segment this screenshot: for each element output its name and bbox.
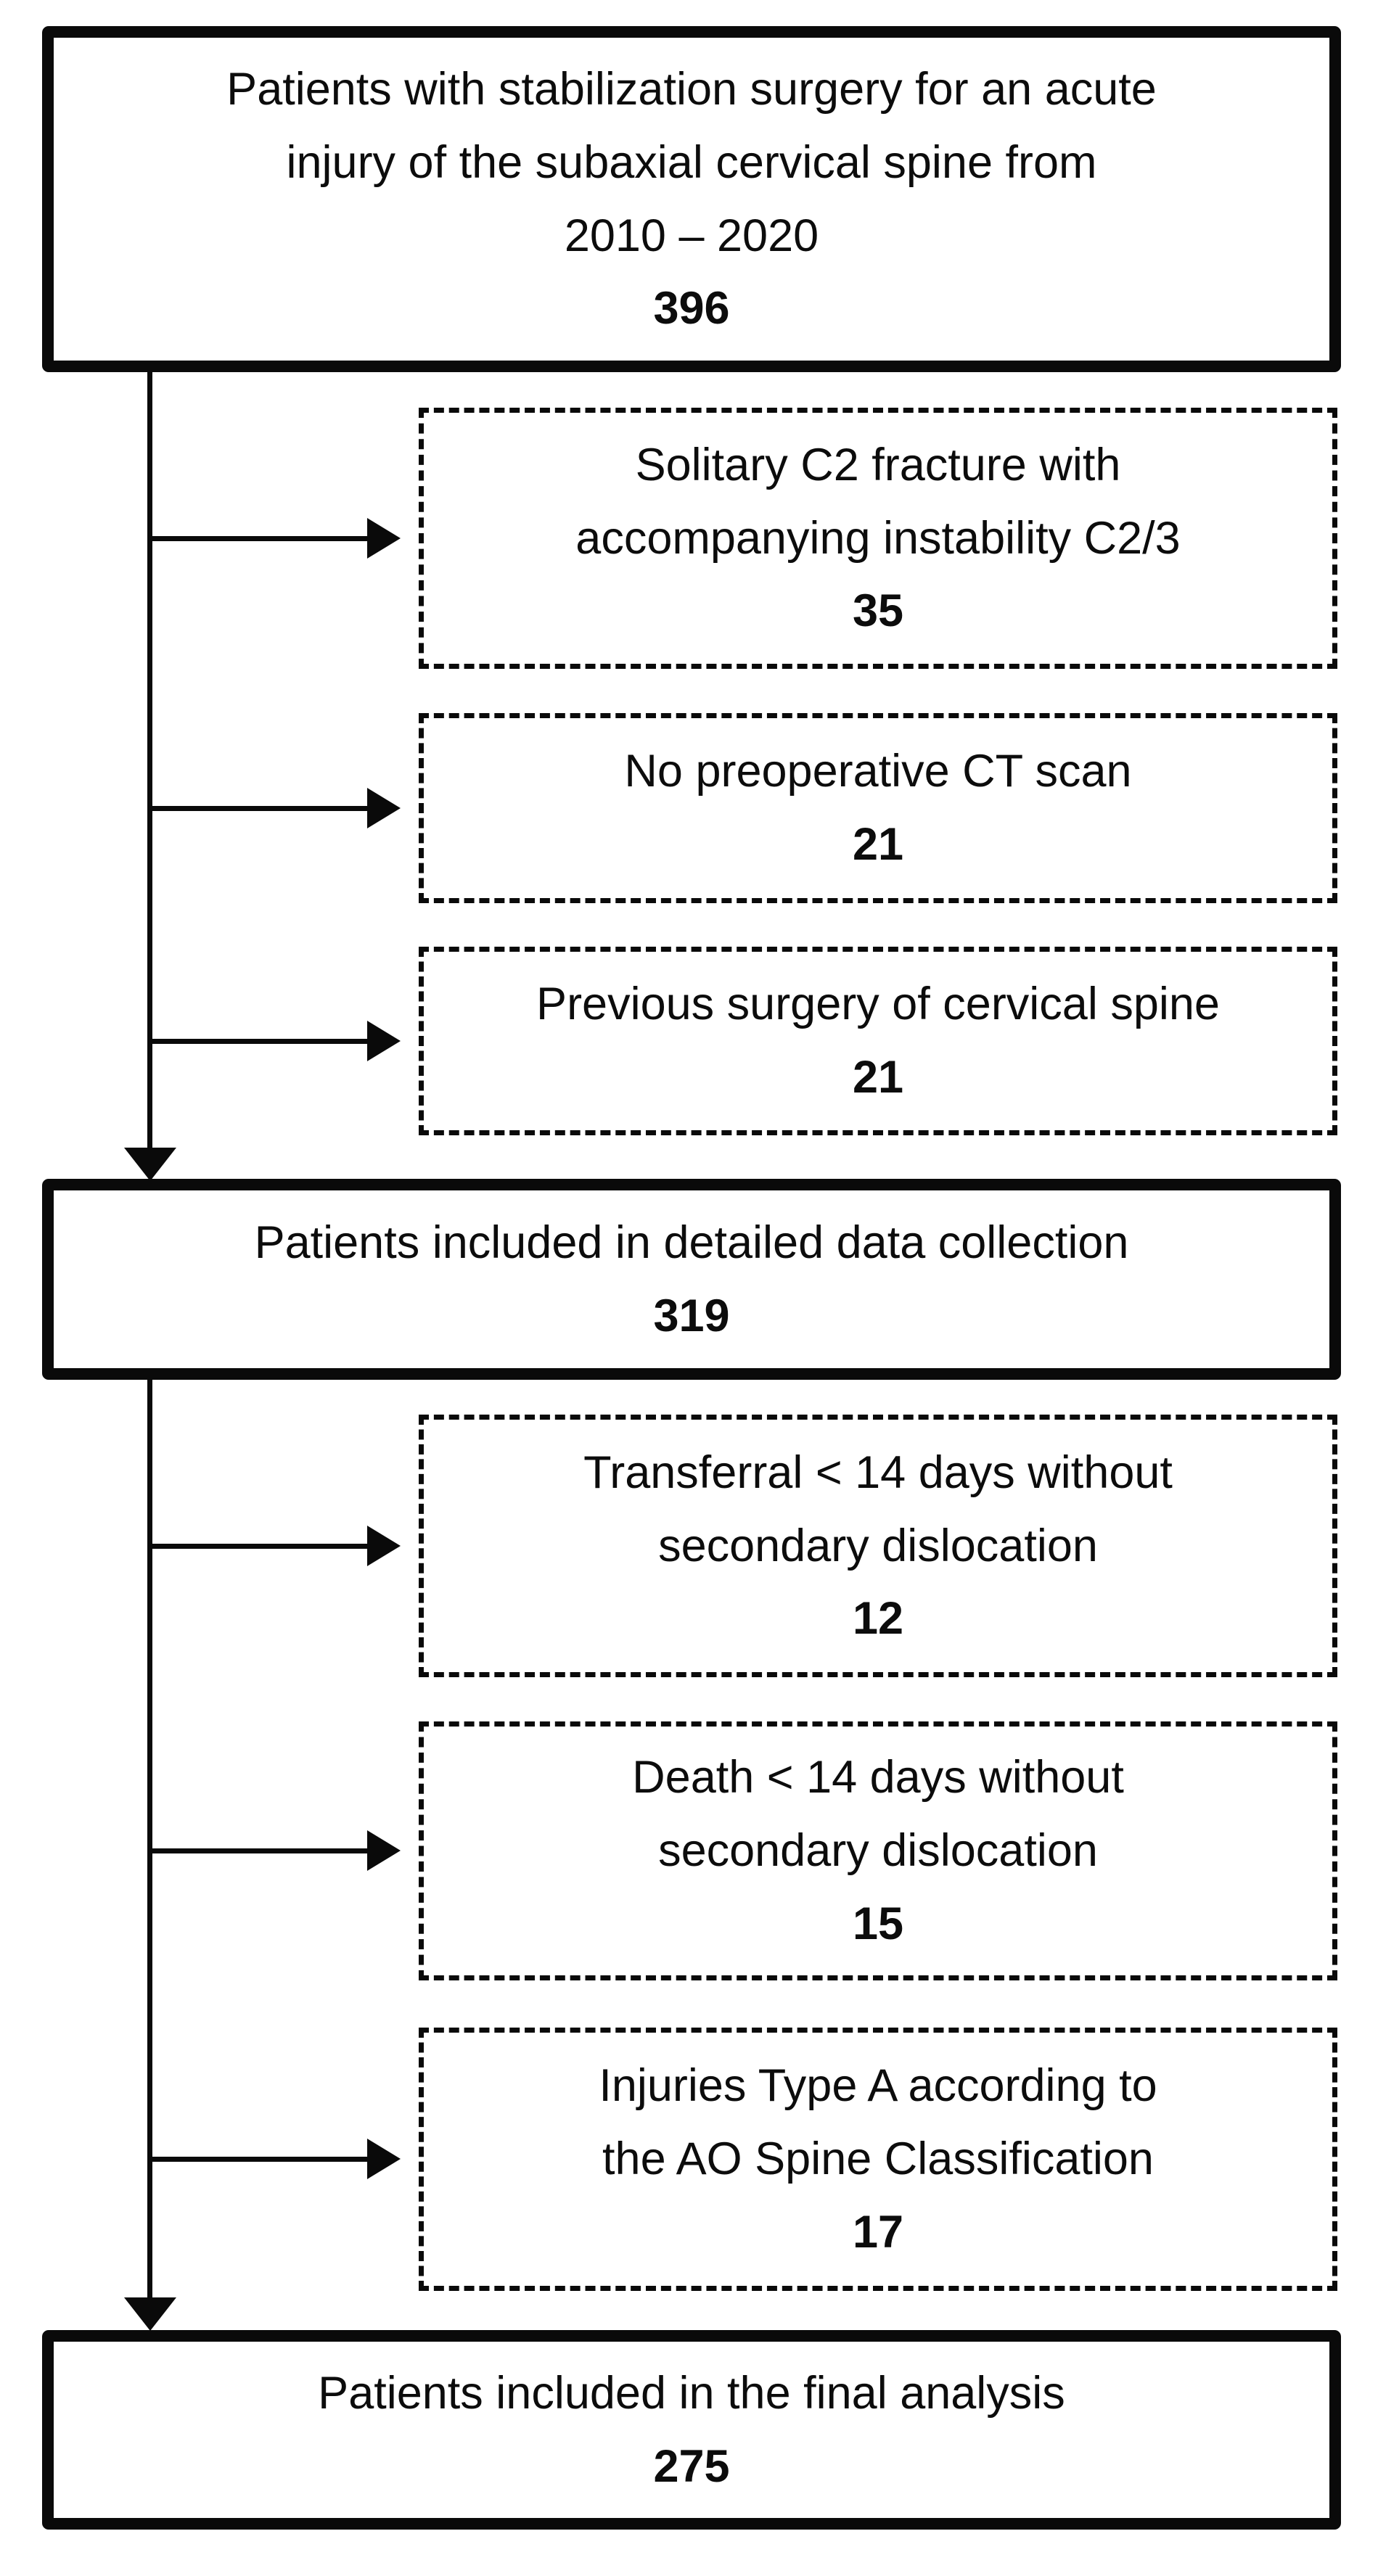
node-exclusion-transferral: Transferral < 14 days without secondary … <box>419 1415 1337 1677</box>
arrow-branch-6-line <box>149 2157 367 2162</box>
arrowhead-right-6-icon <box>367 2139 401 2179</box>
node-count: 17 <box>852 2206 904 2258</box>
arrowhead-right-4-icon <box>367 1526 401 1566</box>
node-label: Patients included in the final analysis <box>318 2367 1065 2419</box>
node-label: No preoperative CT scan <box>624 746 1132 797</box>
arrowhead-down-2-icon <box>124 2297 176 2331</box>
node-label: Injuries Type A according to the AO Spin… <box>599 2060 1157 2185</box>
arrowhead-right-1-icon <box>367 518 401 559</box>
node-count: 396 <box>653 283 730 334</box>
node-count: 12 <box>852 1593 904 1645</box>
node-final-analysis: Patients included in the final analysis … <box>42 2330 1341 2530</box>
node-count: 35 <box>852 585 904 637</box>
node-label: Transferral < 14 days without secondary … <box>583 1447 1173 1571</box>
node-exclusion-previous-surgery: Previous surgery of cervical spine 21 <box>419 947 1337 1135</box>
node-exclusion-no-ct-scan: No preoperative CT scan 21 <box>419 713 1337 903</box>
node-stabilization-surgery-total: Patients with stabilization surgery for … <box>42 26 1341 372</box>
arrowhead-right-5-icon <box>367 1830 401 1871</box>
arrow-branch-5-line <box>149 1848 367 1853</box>
node-count: 319 <box>653 1290 730 1341</box>
arrowhead-down-1-icon <box>124 1148 176 1181</box>
node-exclusion-c2-fracture: Solitary C2 fracture with accompanying i… <box>419 408 1337 669</box>
node-count: 15 <box>852 1898 904 1949</box>
node-label: Patients included in detailed data colle… <box>254 1217 1129 1268</box>
arrowhead-right-2-icon <box>367 788 401 828</box>
arrow-branch-3-line <box>149 1039 367 1044</box>
arrow-branch-1-line <box>149 536 367 541</box>
node-count: 21 <box>852 819 904 870</box>
arrow-branch-4-line <box>149 1544 367 1549</box>
arrow-trunk-1-line <box>147 370 152 1148</box>
node-label: Solitary C2 fracture with accompanying i… <box>575 439 1181 564</box>
node-label: Death < 14 days without secondary disloc… <box>632 1752 1124 1877</box>
node-label: Patients with stabilization surgery for … <box>226 63 1157 261</box>
node-exclusion-death: Death < 14 days without secondary disloc… <box>419 1721 1337 1980</box>
node-count: 21 <box>852 1052 904 1103</box>
node-detailed-data-collection: Patients included in detailed data colle… <box>42 1179 1341 1380</box>
arrow-branch-2-line <box>149 806 367 811</box>
node-exclusion-type-a-injuries: Injuries Type A according to the AO Spin… <box>419 2028 1337 2291</box>
node-count: 275 <box>653 2440 730 2492</box>
arrow-trunk-2-line <box>147 1378 152 2297</box>
arrowhead-right-3-icon <box>367 1021 401 1061</box>
node-label: Previous surgery of cervical spine <box>536 979 1220 1030</box>
